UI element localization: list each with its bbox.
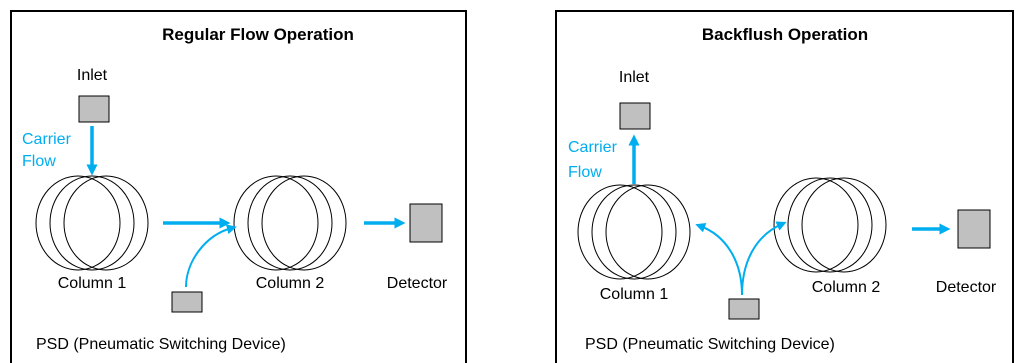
regular-column-2 bbox=[233, 175, 347, 271]
backflush-detector-box bbox=[957, 209, 991, 249]
regular-title: Regular Flow Operation bbox=[162, 25, 354, 44]
backflush-psd-arrow-right bbox=[741, 221, 787, 296]
regular-flow-label: Flow bbox=[22, 153, 56, 170]
backflush-carrier-label: Carrier bbox=[568, 139, 618, 156]
regular-column-1-label: Column 1 bbox=[58, 275, 127, 292]
regular-carrier-label: Carrier bbox=[22, 131, 72, 148]
regular-flow-panel bbox=[10, 10, 467, 363]
backflush-detector-label: Detector bbox=[936, 279, 997, 296]
regular-inlet-box bbox=[78, 95, 110, 123]
backflush-psd-box bbox=[728, 298, 760, 320]
regular-psd-arrow bbox=[185, 224, 237, 288]
regular-detector-box bbox=[409, 203, 443, 243]
backflush-column-2 bbox=[773, 177, 887, 273]
regular-detector-label: Detector bbox=[387, 275, 448, 292]
regular-column-1 bbox=[35, 175, 149, 271]
backflush-column-1 bbox=[577, 184, 691, 280]
regular-inlet-label: Inlet bbox=[77, 67, 108, 84]
backflush-flow-label: Flow bbox=[568, 164, 602, 181]
regular-psd-label: PSD (Pneumatic Switching Device) bbox=[36, 336, 286, 353]
backflush-column-2-label: Column 2 bbox=[812, 279, 881, 296]
backflush-title: Backflush Operation bbox=[702, 25, 868, 44]
backflush-inlet-box bbox=[619, 102, 651, 130]
regular-psd-box bbox=[171, 291, 203, 313]
regular-column-2-label: Column 2 bbox=[256, 275, 325, 292]
backflush-inlet-label: Inlet bbox=[619, 69, 650, 86]
backflush-psd-arrow-left bbox=[695, 222, 743, 296]
backflush-psd-label: PSD (Pneumatic Switching Device) bbox=[585, 336, 835, 353]
backflush-column-1-label: Column 1 bbox=[600, 286, 669, 303]
